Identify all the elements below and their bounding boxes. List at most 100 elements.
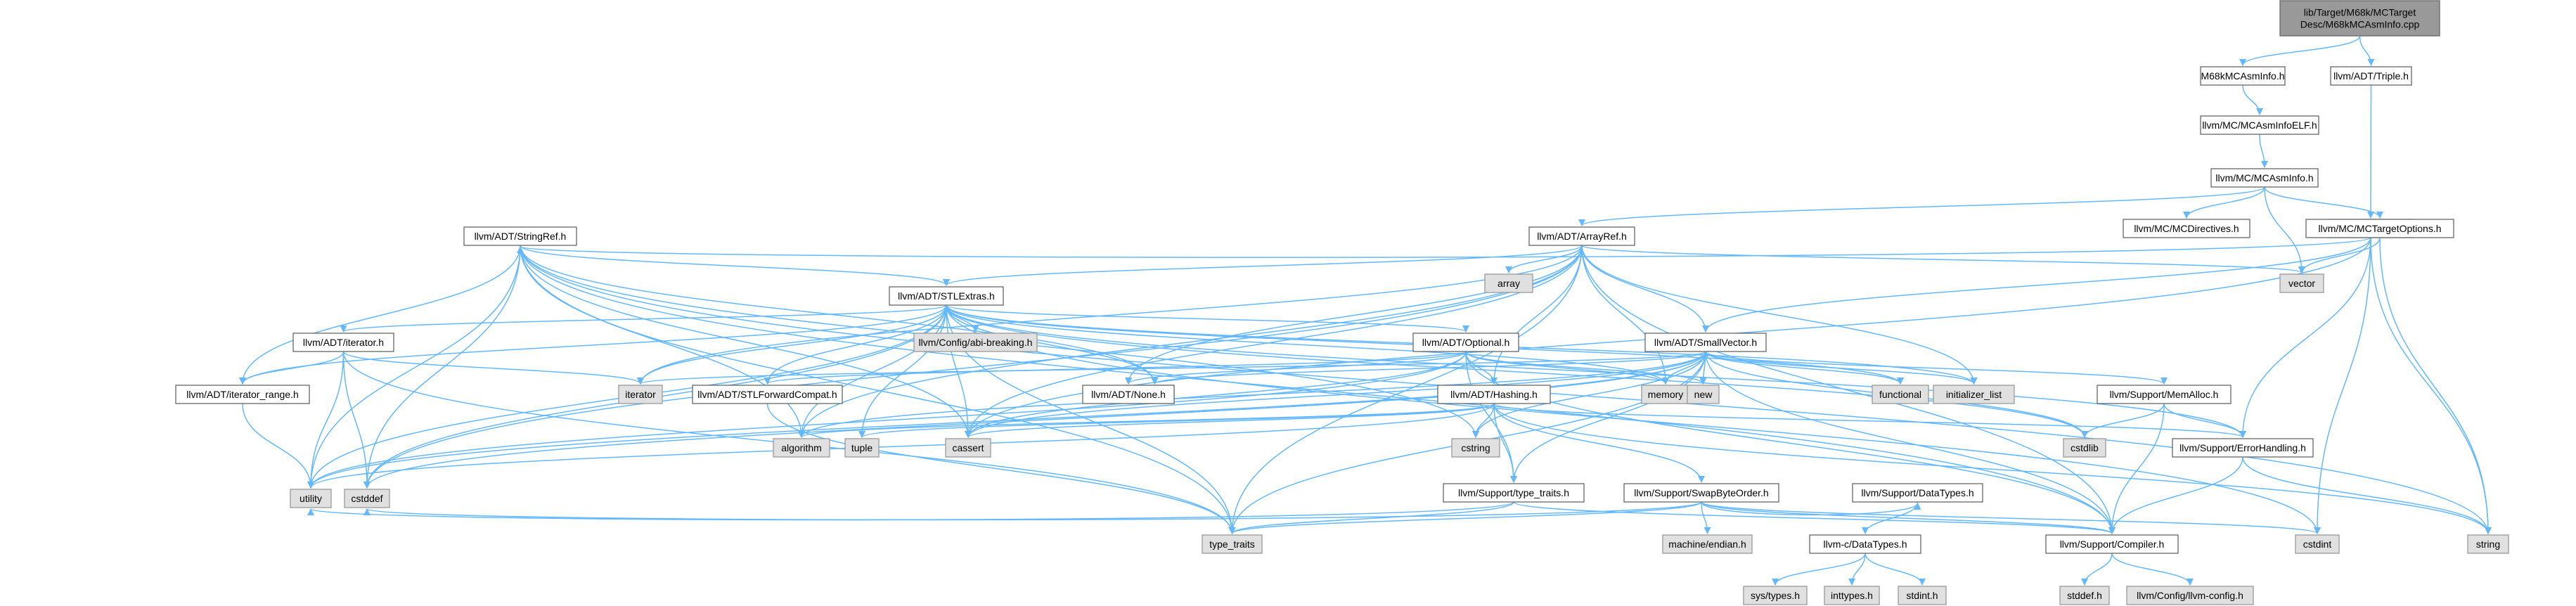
node-optional-h[interactable]: llvm/ADT/Optional.h	[1412, 333, 1519, 352]
node-box	[2279, 273, 2324, 293]
node-datatypes-h[interactable]: llvm/Support/DataTypes.h	[1852, 483, 1983, 503]
edge-root-to-m68kmcasminfo_h	[2239, 35, 2361, 66]
node-mctargetoptions-h[interactable]: llvm/MC/MCTargetOptions.h	[2305, 219, 2454, 238]
edge-twine_h-to-smallvector_h	[1702, 237, 2371, 333]
node-label: stddef.h	[2067, 590, 2102, 601]
node-stlextras-h[interactable]: llvm/ADT/STLExtras.h	[889, 286, 1004, 306]
edge-stringref_h-to-utility	[307, 245, 521, 489]
node-label: cstddef	[351, 493, 382, 504]
node-m68kmcasminfo-h[interactable]: M68kMCAsmInfo.h	[2200, 66, 2286, 86]
node-mcdirectives-h[interactable]: llvm/MC/MCDirectives.h	[2123, 219, 2250, 238]
node-box	[2279, 0, 2440, 37]
node-label: cstring	[1461, 442, 1490, 453]
edge-smallvector_h-to-cstring	[1472, 351, 1706, 438]
node-iterator-h[interactable]: llvm/ADT/iterator.h	[292, 333, 394, 352]
node-hashing-h[interactable]: llvm/ADT/Hashing.h	[1437, 385, 1551, 404]
node-label: tuple	[851, 442, 873, 453]
edge-swapbyteorder_h-to-compiler_h	[1701, 501, 2115, 534]
node-array: array	[1484, 273, 1533, 293]
node-label: llvm/MC/MCTargetOptions.h	[2318, 223, 2441, 234]
node-box	[1623, 483, 1779, 503]
edge-hashing_h-to-utility	[307, 403, 1495, 489]
node-box	[1202, 534, 1263, 554]
node-label: algorithm	[781, 442, 822, 453]
node-label: llvm/Support/DataTypes.h	[1861, 487, 1973, 498]
node-memalloc-h[interactable]: llvm/Support/MemAlloc.h	[2097, 385, 2232, 404]
node-c-datatypes-h[interactable]: llvm-c/DataTypes.h	[1809, 534, 1921, 554]
node-label: llvm/Support/SwapByteOrder.h	[1634, 487, 1768, 498]
edge-stlextras_h-to-cstdlib	[946, 304, 2088, 438]
node-box	[1687, 385, 1720, 404]
node-box	[1437, 385, 1551, 404]
edge-c_datatypes_h-to-stdint_h	[1865, 553, 1926, 586]
node-label: machine/endian.h	[1668, 539, 1746, 550]
node-initializer-list: initializer_list	[1933, 385, 2015, 404]
node-none-h[interactable]: llvm/ADT/None.h	[1082, 385, 1175, 404]
node-box	[344, 489, 390, 508]
node-label: llvm/MC/MCDirectives.h	[2134, 223, 2239, 234]
edge-smallvector_h-to-memory	[1662, 351, 1706, 385]
node-box	[2172, 438, 2314, 458]
edge-twine_h-to-string	[2370, 237, 2492, 534]
node-errorhandling-h[interactable]: llvm/Support/ErrorHandling.h	[2172, 438, 2314, 458]
edge-smallvector_h-to-utility	[307, 351, 1706, 489]
node-arrayref-h[interactable]: llvm/ADT/ArrayRef.h	[1528, 226, 1635, 246]
graph-edges	[239, 35, 2492, 586]
edge-twine_h-to-stringref_h	[517, 237, 2371, 258]
node-label: lib/Target/M68k/MCTarget	[2304, 7, 2416, 18]
edge-stlextras_h-to-tuple	[858, 304, 947, 438]
node-box	[2063, 438, 2106, 458]
edge-stlextras_h-to-iterator_h	[340, 304, 947, 333]
edge-optional_h-to-type_traits_h	[1465, 351, 1517, 483]
edge-swapbyteorder_h-to-type_traits	[1228, 501, 1702, 534]
edge-stlextras_h-to-iterator_range_h	[239, 304, 947, 385]
edge-smallvector_h-to-limits	[1151, 351, 1706, 385]
node-algorithm: algorithm	[773, 438, 830, 458]
node-stlforwardcompat-h[interactable]: llvm/ADT/STLForwardCompat.h	[692, 385, 843, 404]
node-triple-h[interactable]: llvm/ADT/Triple.h	[2330, 66, 2412, 86]
node-label: llvm-c/DataTypes.h	[1823, 539, 1907, 550]
edge-arrayref_h-to-compiler_h	[1581, 245, 2115, 534]
edge-smallvector_h-to-initializer_list	[1705, 351, 1978, 385]
node-mcasminfo-h[interactable]: llvm/MC/MCAsmInfo.h	[2210, 168, 2319, 188]
node-stringref-h[interactable]: llvm/ADT/StringRef.h	[463, 226, 577, 246]
node-compiler-h[interactable]: llvm/Support/Compiler.h	[2045, 534, 2179, 554]
edge-arrayref_h-to-algorithm	[798, 245, 1583, 438]
edge-mcasminfo_h-to-mcdirectives_h	[2183, 186, 2265, 219]
node-label: memory	[1648, 389, 1684, 400]
edge-hashing_h-to-errorhandling_h	[1493, 403, 2246, 438]
node-llvm-config-h: llvm/Config/llvm-config.h	[2126, 586, 2254, 605]
edge-smallvector_h-to-cstddef	[363, 351, 1706, 489]
node-box	[2200, 115, 2319, 135]
edge-stlextras_h-to-memory	[946, 304, 1669, 385]
edge-hashing_h-to-tuple	[858, 403, 1495, 438]
node-mcasminfoelf-h[interactable]: llvm/MC/MCAsmInfoELF.h	[2200, 115, 2319, 135]
edge-stlextras_h-to-iterator	[637, 304, 947, 385]
node-iterator-range-h[interactable]: llvm/ADT/iterator_range.h	[175, 385, 310, 404]
node-smallvector-h[interactable]: llvm/ADT/SmallVector.h	[1644, 333, 1767, 352]
node-stdint-h: stdint.h	[1898, 586, 1947, 605]
node-box	[1528, 226, 1635, 246]
node-label: llvm/MC/MCAsmInfo.h	[2215, 172, 2313, 183]
node-cassert: cassert	[945, 438, 991, 458]
node-label: llvm/ADT/Triple.h	[2333, 70, 2409, 82]
node-root[interactable]: lib/Target/M68k/MCTargetDesc/M68kMCAsmIn…	[2279, 0, 2440, 37]
node-label: llvm/Config/llvm-config.h	[2137, 590, 2243, 601]
node-label: llvm/ADT/Optional.h	[1422, 337, 1509, 348]
node-abibreaking-h: llvm/Config/abi-breaking.h	[913, 333, 1038, 352]
node-label: llvm/Support/type_traits.h	[1458, 487, 1569, 498]
node-functional: functional	[1872, 385, 1929, 404]
node-type-traits-h[interactable]: llvm/Support/type_traits.h	[1443, 483, 1585, 503]
node-cstdlib: cstdlib	[2063, 438, 2106, 458]
node-swapbyteorder-h[interactable]: llvm/Support/SwapByteOrder.h	[1623, 483, 1779, 503]
node-box	[292, 333, 394, 352]
node-box	[2210, 168, 2319, 188]
edge-smallvector_h-to-functional	[1705, 351, 1904, 385]
node-box	[1451, 438, 1500, 458]
node-box	[2467, 534, 2509, 554]
node-type-traits: type_traits	[1202, 534, 1263, 554]
node-label: llvm/ADT/None.h	[1091, 389, 1166, 400]
edge-type_traits_h-to-type_traits	[1228, 501, 1514, 534]
node-label: vector	[2288, 278, 2315, 289]
edge-optional_h-to-stlforwardcompat_h	[764, 351, 1467, 385]
